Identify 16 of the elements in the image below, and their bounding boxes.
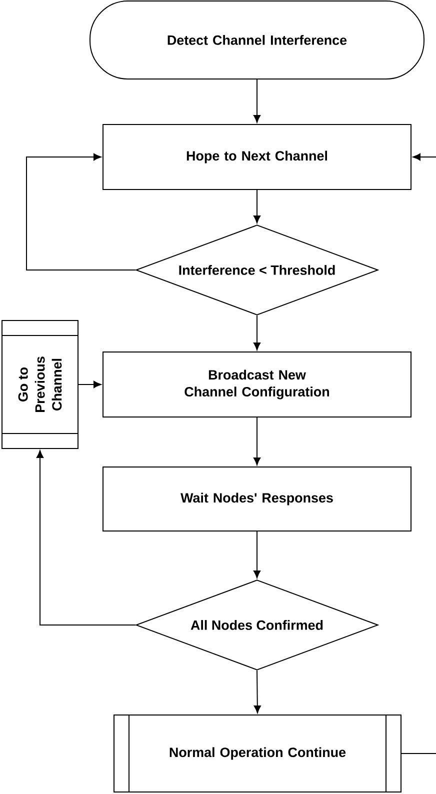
process-box: Wait Nodes' Responses [102,466,412,532]
predefined-process-box: Normal Operation Continue [114,714,402,792]
process-box: Hope to Next Channel [102,124,412,190]
arrow [78,380,102,388]
terminal-box: Detect Channel Interference [90,0,424,80]
arrow [26,153,136,270]
predefined-process-box: Go to Previous Channel [2,320,78,449]
arrow [253,531,261,578]
process-box: Broadcast New Channel Configuration [102,352,412,418]
arrow [254,670,261,714]
arrow [412,153,436,161]
arrow [253,79,261,123]
arrow [253,417,261,466]
arrow [36,450,136,626]
arrow [253,315,261,350]
arrow [253,190,261,224]
